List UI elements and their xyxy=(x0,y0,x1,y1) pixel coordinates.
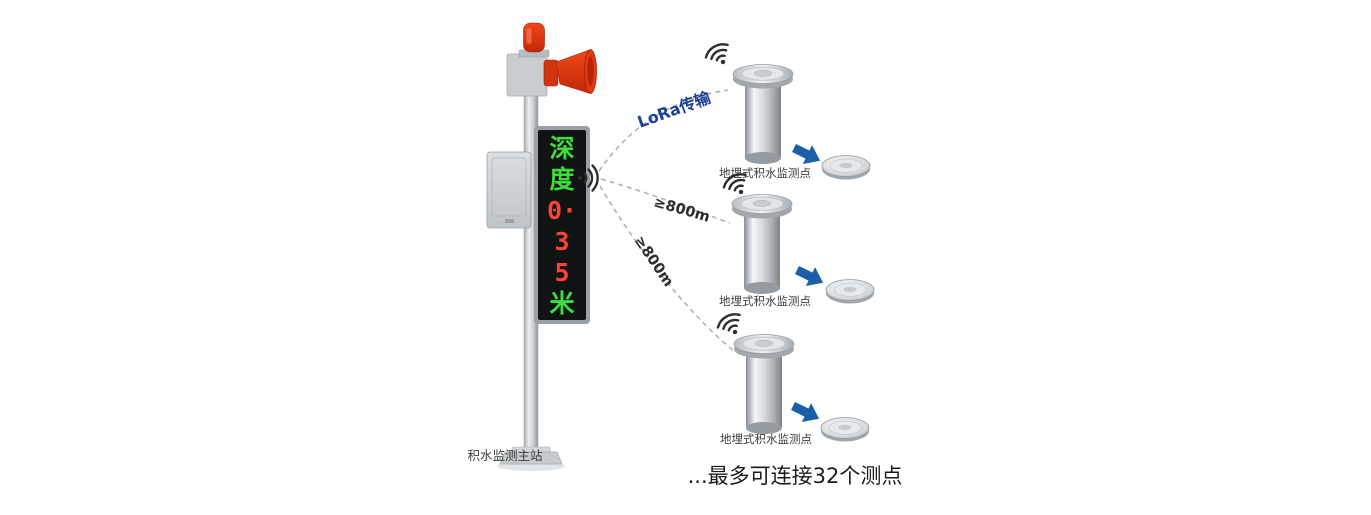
buried-sensor-1 xyxy=(732,64,794,165)
footer-note: ...最多可连接32个测点 xyxy=(688,464,903,488)
led-line-1: 深 xyxy=(549,134,574,163)
led-line-5: 5 xyxy=(554,258,569,287)
wifi-signal-icon-1 xyxy=(702,39,737,72)
horn-speaker-icon xyxy=(543,49,597,94)
led-line-6: 米 xyxy=(549,289,575,318)
sensor-label-3: 地埋式积水监测点 xyxy=(720,432,812,446)
sensor-label-1: 地埋式积水监测点 xyxy=(719,166,811,180)
arrow-icon-2 xyxy=(792,260,828,293)
arrow-icon-3 xyxy=(788,396,824,429)
lora-transmission-label: LoRa传输 xyxy=(635,87,714,131)
range-label-2: ≥800m xyxy=(631,233,676,290)
alarm-beacon-icon xyxy=(523,22,545,53)
disc-sensor-1 xyxy=(821,155,871,180)
led-line-3: 0· xyxy=(547,196,577,225)
lora-link-line-2 xyxy=(600,178,731,224)
lora-link-line-1 xyxy=(598,89,729,172)
led-line-2: 度 xyxy=(549,165,574,194)
main-station-label: 积水监测主站 xyxy=(467,448,542,463)
disc-sensor-3 xyxy=(820,417,870,442)
wifi-signal-icon-3 xyxy=(714,309,749,342)
lora-link-line-3 xyxy=(599,185,735,352)
disc-sensor-2 xyxy=(825,279,875,304)
pole-base xyxy=(497,446,565,471)
led-display-panel: 深 度 0· 3 5 米 xyxy=(534,126,590,324)
sensor-label-2: 地埋式积水监测点 xyxy=(719,294,811,308)
led-line-4: 3 xyxy=(554,227,569,256)
control-box xyxy=(486,151,532,229)
buried-sensor-3 xyxy=(733,334,795,435)
range-label-1: ≥800m xyxy=(652,194,712,225)
alarm-bracket xyxy=(506,49,550,97)
buried-sensor-2 xyxy=(731,194,793,295)
